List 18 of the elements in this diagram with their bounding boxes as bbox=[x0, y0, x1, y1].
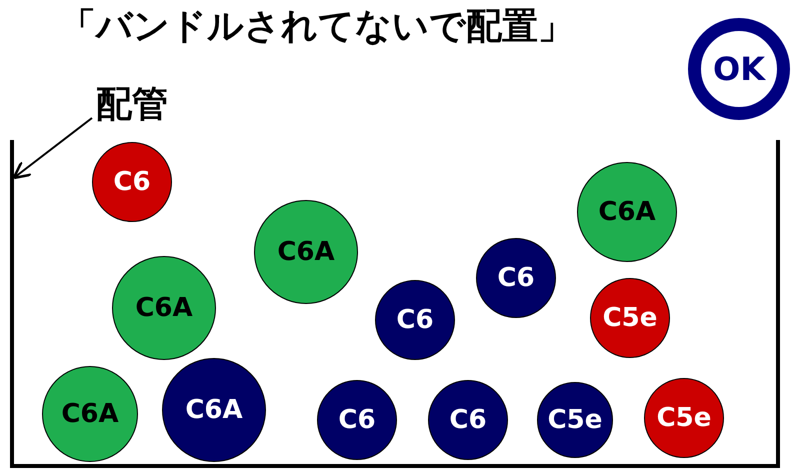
cable-circle: C6A bbox=[577, 162, 677, 262]
pipe-drawing bbox=[10, 140, 780, 468]
cable-circle: C5e bbox=[644, 378, 724, 458]
ok-badge: OK bbox=[688, 18, 790, 120]
cable-circle: C6A bbox=[162, 358, 266, 462]
cable-circle: C6 bbox=[92, 142, 172, 222]
cable-circle: C6 bbox=[375, 280, 455, 360]
cable-circle: C6 bbox=[317, 380, 397, 460]
cable-circle: C6 bbox=[428, 380, 508, 460]
cable-circle: C6A bbox=[254, 200, 358, 304]
cable-circle: C5e bbox=[537, 382, 613, 458]
pipe-label: 配管 bbox=[96, 80, 168, 129]
cable-circle: C5e bbox=[590, 278, 670, 358]
title: 「バンドルされてないで配置」 bbox=[60, 5, 574, 49]
cable-circle: C6 bbox=[476, 238, 556, 318]
cable-circle: C6A bbox=[112, 256, 216, 360]
cable-circle: C6A bbox=[42, 366, 138, 462]
leader-line bbox=[12, 117, 93, 180]
